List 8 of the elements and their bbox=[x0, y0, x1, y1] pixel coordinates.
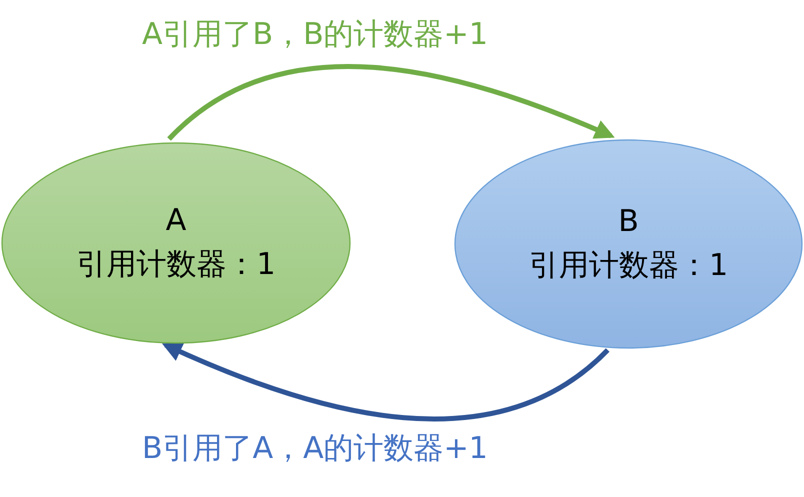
node-title: B bbox=[618, 203, 639, 241]
edge-label: A引用了B，B的计数器+1 bbox=[142, 16, 488, 54]
curved-arrow bbox=[167, 64, 615, 141]
edge-label: B引用了A，A的计数器+1 bbox=[142, 430, 488, 468]
counter-text: 引用计数器：1 bbox=[528, 247, 728, 285]
counter-text: 引用计数器：1 bbox=[76, 246, 276, 284]
node-title: A bbox=[166, 202, 186, 240]
curved-arrow bbox=[162, 342, 610, 422]
